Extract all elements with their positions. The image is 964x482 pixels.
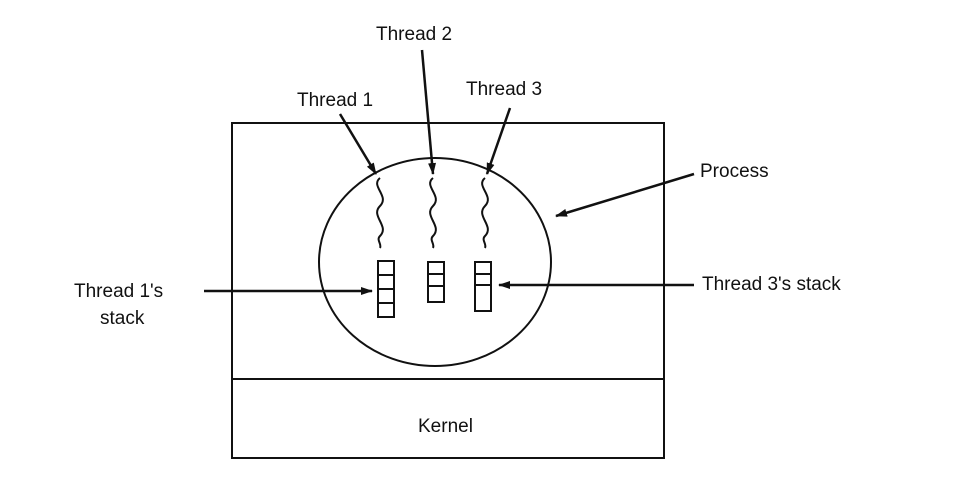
thread-1-stack-label-line2: stack [100, 308, 145, 329]
thread-3-arrow [485, 107, 512, 175]
process-label: Process [700, 161, 769, 182]
process-circle [318, 157, 552, 367]
thread-2-squiggle [429, 177, 437, 249]
thread-1-stack-label-line1: Thread 1's [74, 281, 163, 302]
thread-3-stack-label: Thread 3's stack [702, 274, 841, 295]
thread-3-squiggle [481, 177, 489, 249]
thread-3-label: Thread 3 [466, 79, 542, 100]
thread-2-stack [427, 261, 445, 303]
thread-1-label: Thread 1 [297, 90, 373, 111]
kernel-label: Kernel [418, 416, 473, 437]
thread-2-arrow [420, 49, 437, 175]
thread-1-squiggle [376, 177, 384, 249]
thread-3-stack [474, 261, 492, 312]
thread-2-label: Thread 2 [376, 24, 452, 45]
thread-1-stack [377, 260, 395, 318]
thread-1-arrow [338, 113, 378, 175]
process-arrow [555, 172, 695, 218]
